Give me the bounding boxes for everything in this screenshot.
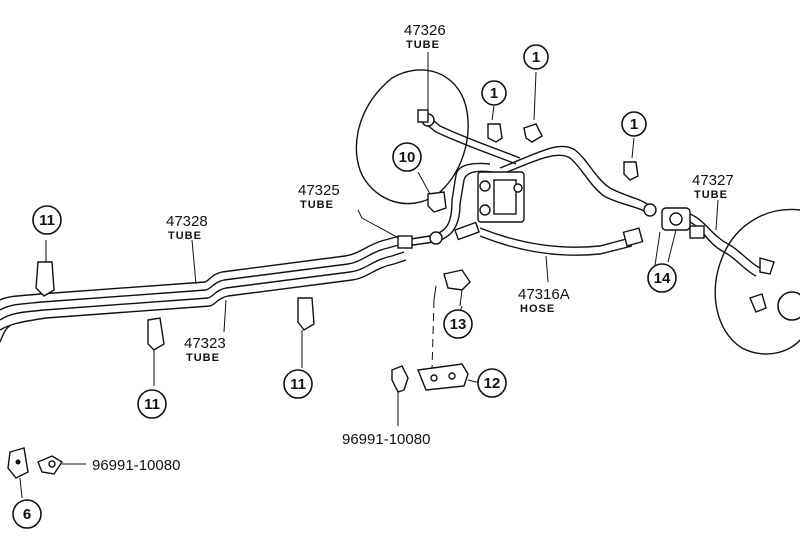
callout-6: 6 (12, 499, 42, 529)
clip-part-11b (147, 317, 165, 386)
dashed-line (431, 299, 435, 371)
label-47323: 47323 TUBE (184, 335, 226, 364)
clip-part-1c (623, 137, 639, 181)
callout-1a: 1 (481, 80, 507, 106)
clip-96991-left (37, 455, 86, 475)
clip-part-10 (417, 171, 447, 213)
hose-47316a-line (479, 227, 644, 256)
callout-13: 13 (443, 309, 473, 339)
clip-part-1a (487, 105, 503, 143)
clip-part-right-drum (749, 257, 775, 313)
callout-11a: 11 (32, 205, 62, 235)
svg-text:47323: 47323 (184, 335, 226, 352)
svg-text:TUBE: TUBE (406, 39, 440, 51)
label-47325: 47325 TUBE (298, 182, 340, 211)
svg-text:47326: 47326 (404, 22, 446, 39)
svg-text:TUBE: TUBE (186, 352, 220, 364)
svg-text:TUBE: TUBE (168, 230, 202, 242)
svg-text:6: 6 (23, 506, 31, 523)
bracket-13 (433, 269, 471, 307)
tube-47327-line (497, 145, 657, 217)
svg-text:HOSE: HOSE (520, 303, 555, 315)
svg-text:47325: 47325 (298, 182, 340, 199)
label-47327: 47327 TUBE (692, 172, 734, 201)
svg-text:TUBE: TUBE (694, 189, 728, 201)
svg-text:47316A: 47316A (518, 286, 570, 303)
bracket-6 (7, 447, 29, 499)
callout-1b: 1 (523, 44, 549, 70)
proportioning-valve (397, 171, 525, 249)
svg-text:1: 1 (630, 116, 638, 133)
callout-11b: 11 (137, 389, 167, 419)
clip-part-1b (523, 71, 543, 143)
clip-96991-center (391, 365, 409, 426)
svg-text:10: 10 (399, 149, 416, 166)
left-brake-drum (355, 69, 469, 205)
svg-text:1: 1 (490, 85, 498, 102)
rear-junction (661, 207, 761, 277)
label-47316a: 47316A HOSE (518, 286, 570, 315)
clip-part-11a (35, 240, 55, 297)
svg-text:47327: 47327 (692, 172, 734, 189)
svg-text:12: 12 (484, 375, 501, 392)
svg-text:TUBE: TUBE (300, 199, 334, 211)
callout-14: 14 (647, 263, 677, 293)
svg-text:11: 11 (290, 376, 306, 393)
clip-part-11c (297, 297, 315, 368)
svg-text:1: 1 (532, 49, 540, 66)
svg-text:11: 11 (144, 396, 160, 413)
right-brake-drum (714, 208, 800, 355)
bracket-12 (417, 363, 477, 391)
label-47328: 47328 TUBE (166, 213, 208, 242)
svg-text:13: 13 (450, 316, 467, 333)
tube-47326-line (417, 109, 521, 165)
svg-text:47328: 47328 (166, 213, 208, 230)
callout-11c: 11 (283, 369, 313, 399)
svg-text:96991-10080: 96991-10080 (92, 457, 180, 474)
callout-12: 12 (477, 368, 507, 398)
svg-text:14: 14 (654, 270, 671, 287)
svg-text:96991-10080: 96991-10080 (342, 431, 430, 448)
callout-1c: 1 (621, 111, 647, 137)
callout-right-edge (777, 291, 800, 321)
callout-10: 10 (392, 142, 422, 172)
label-96991-center: 96991-10080 (342, 431, 430, 448)
main-tube-bundle (0, 235, 407, 343)
label-96991-left: 96991-10080 (92, 457, 180, 474)
svg-text:11: 11 (39, 212, 55, 229)
label-47326: 47326 TUBE (404, 22, 446, 51)
